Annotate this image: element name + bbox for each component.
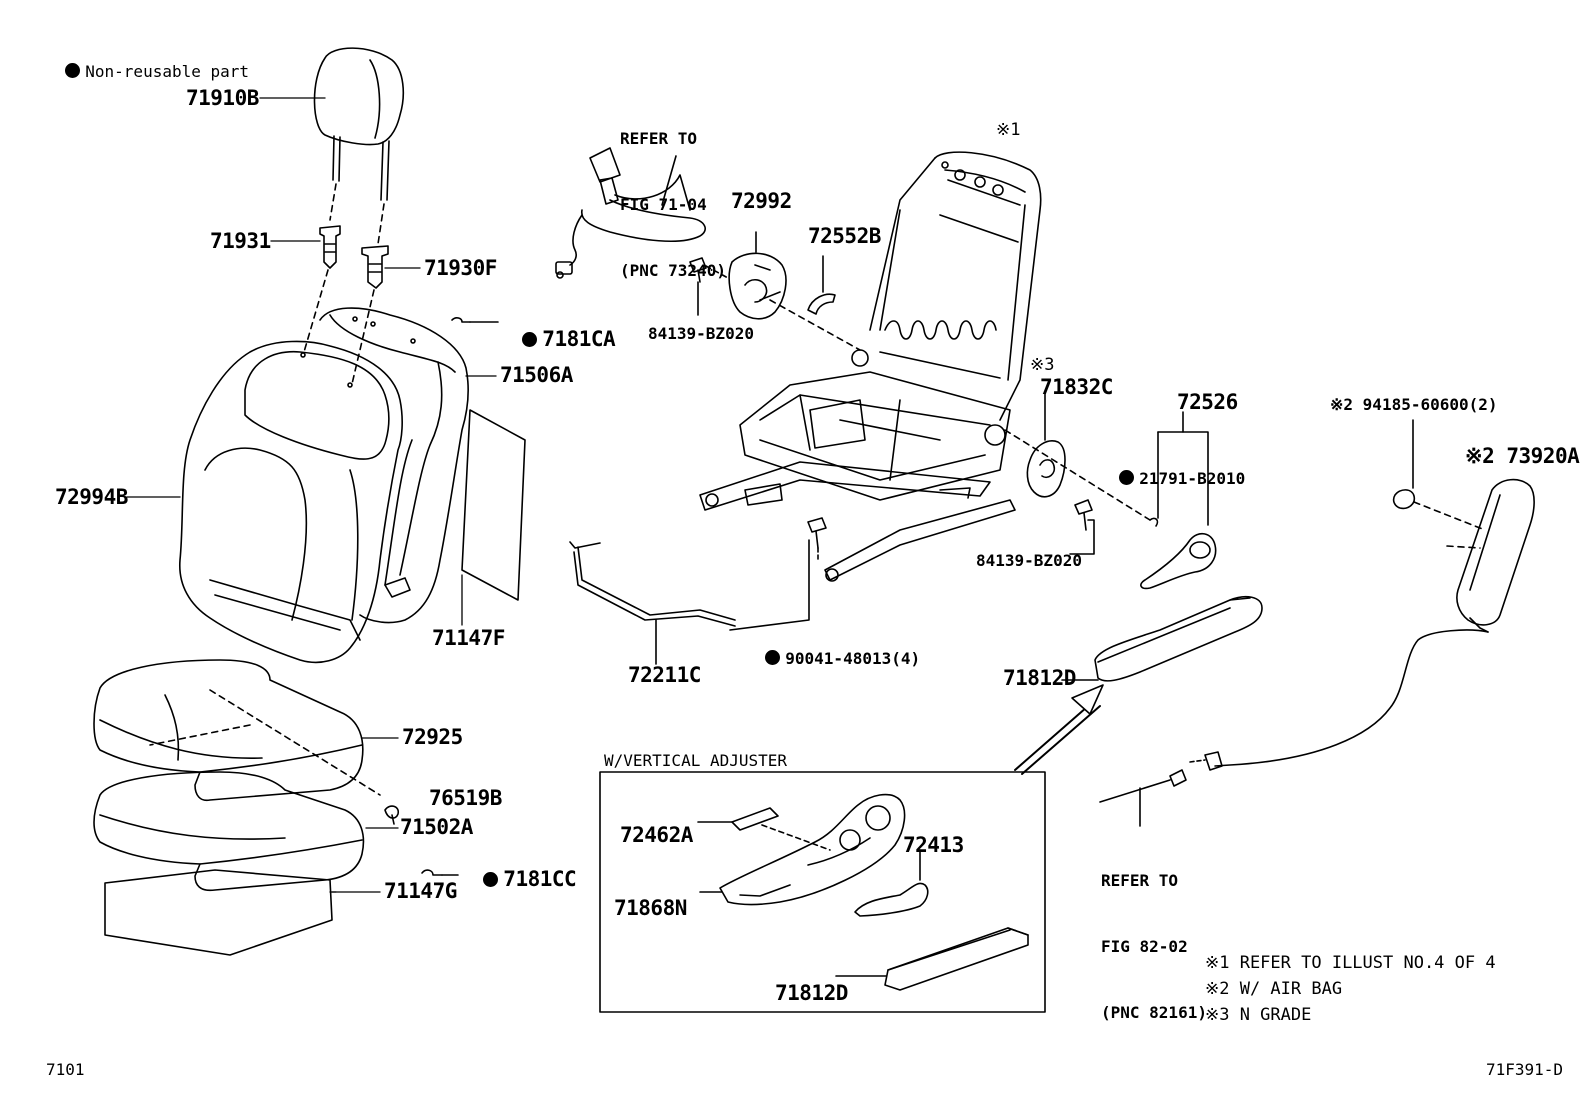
part-7181CC-text: 7181CC bbox=[503, 867, 577, 891]
recliner-knob-drawing bbox=[1141, 412, 1216, 588]
part-71147G: 71147G bbox=[384, 879, 457, 903]
cushion-cover-drawing bbox=[94, 660, 380, 800]
note-3: ※3 N GRADE bbox=[1205, 1005, 1312, 1025]
small-cover-drawing bbox=[770, 256, 860, 350]
ref1-line1: REFER TO bbox=[620, 129, 698, 148]
cushion-sheet-drawing bbox=[105, 870, 332, 955]
refer-fig-82-02: REFER TO FIG 82-02 (PNC 82161) bbox=[1101, 826, 1207, 1046]
shield-cover-drawing bbox=[1015, 597, 1262, 774]
part-76519B: 76519B bbox=[429, 786, 502, 810]
part-72925: 72925 bbox=[402, 725, 463, 749]
part-21791-text: 21791-B2010 bbox=[1139, 469, 1246, 488]
part-72526: 72526 bbox=[1177, 390, 1238, 414]
inset-parts-drawing bbox=[698, 795, 1028, 990]
part-72462A: 72462A bbox=[620, 823, 693, 847]
note1-marker: ※1 bbox=[996, 120, 1021, 140]
ref2-line3: (PNC 82161) bbox=[1101, 1003, 1207, 1022]
part-72994B: 72994B bbox=[55, 485, 128, 509]
wire-drawing bbox=[570, 542, 735, 664]
non-reusable-bullet-icon bbox=[483, 872, 499, 887]
footer-left-code: 7101 bbox=[46, 1060, 85, 1079]
part-90041-48013: 90041-48013(4) bbox=[746, 634, 920, 667]
note-2: ※2 W/ AIR BAG bbox=[1205, 979, 1343, 999]
legend-non-reusable-text: Non-reusable part bbox=[85, 62, 250, 81]
non-reusable-bullet-icon bbox=[1119, 470, 1135, 485]
part-90041-text: 90041-48013(4) bbox=[785, 649, 921, 668]
ref1-line2: FIG 71-04 bbox=[620, 195, 707, 214]
headrest-supports-drawing bbox=[304, 226, 388, 384]
ref1-line3: (PNC 73240) bbox=[620, 261, 726, 280]
part-71147F: 71147F bbox=[432, 626, 505, 650]
non-reusable-bullet-icon bbox=[522, 332, 538, 347]
legend-non-reusable: Non-reusable part bbox=[46, 47, 249, 80]
ref2-line2: FIG 82-02 bbox=[1101, 937, 1188, 956]
part-71502A: 71502A bbox=[400, 815, 473, 839]
part-84139-BZ020-right: 84139-BZ020 bbox=[976, 551, 1082, 570]
part-94185-60600: ※2 94185-60600(2) bbox=[1330, 395, 1498, 414]
part-84139-BZ020-left: 84139-BZ020 bbox=[648, 324, 754, 343]
inset-title: W/VERTICAL ADJUSTER bbox=[604, 751, 788, 770]
headrest-drawing bbox=[314, 48, 403, 244]
seatback-sheet-drawing bbox=[462, 410, 525, 600]
part-71832C: 71832C bbox=[1040, 375, 1113, 399]
inset-box bbox=[600, 772, 1045, 1012]
footer-right-code: 71F391-D bbox=[1486, 1060, 1564, 1079]
belt-buckle-drawing bbox=[556, 148, 705, 278]
part-7181CA: 7181CA bbox=[498, 308, 616, 351]
part-21791-B2010: 21791-B2010 bbox=[1100, 454, 1245, 487]
recliner-cover-drawing bbox=[690, 232, 786, 319]
part-71910B: 71910B bbox=[186, 86, 259, 110]
ref2-line1: REFER TO bbox=[1101, 871, 1179, 890]
non-reusable-bullet-icon bbox=[65, 63, 81, 78]
part-73920A: ※2 73920A bbox=[1465, 444, 1580, 468]
clips-drawing bbox=[385, 318, 498, 875]
non-reusable-bullet-icon bbox=[765, 650, 781, 665]
part-71812D-main: 71812D bbox=[1003, 666, 1076, 690]
refer-fig-71-04: REFER TO FIG 71-04 (PNC 73240) bbox=[620, 84, 726, 304]
leader-lines bbox=[127, 98, 496, 892]
part-72552B: 72552B bbox=[808, 224, 881, 248]
part-71812D-inset: 71812D bbox=[775, 981, 848, 1005]
cushion-pad-drawing bbox=[94, 772, 363, 890]
part-72413: 72413 bbox=[903, 833, 964, 857]
part-7181CC: 7181CC bbox=[459, 848, 577, 891]
part-71930F: 71930F bbox=[424, 256, 497, 280]
part-71931: 71931 bbox=[210, 229, 271, 253]
part-72211C: 72211C bbox=[628, 663, 701, 687]
right-recliner-cover-drawing bbox=[1005, 392, 1150, 554]
seat-frame-drawing bbox=[700, 152, 1041, 630]
part-7181CA-text: 7181CA bbox=[542, 327, 616, 351]
part-71506A: 71506A bbox=[500, 363, 573, 387]
part-72992: 72992 bbox=[731, 189, 792, 213]
seatback-pad-drawing bbox=[320, 308, 468, 622]
note-1: ※1 REFER TO ILLUST NO.4 OF 4 bbox=[1205, 953, 1496, 973]
seatback-cover-drawing bbox=[180, 341, 402, 662]
note3-marker: ※3 bbox=[1030, 355, 1055, 375]
part-71868N: 71868N bbox=[614, 896, 687, 920]
airbag-drawing bbox=[1100, 420, 1534, 826]
